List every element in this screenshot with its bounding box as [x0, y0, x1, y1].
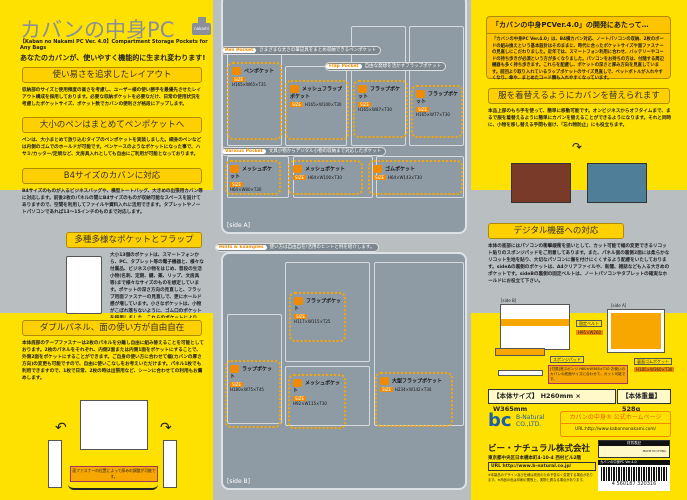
pocket-icon: [230, 365, 239, 373]
rotate-arrow-right-icon: ↷: [160, 420, 172, 436]
homepage-title: カバンの中身® 公式ホームページ: [561, 412, 670, 424]
text-swap: 本品上部のもち手を使って、簡単に移動可能です。オンビジネスからオフタイムまで、ま…: [488, 109, 672, 128]
nakami-logo-icon: nakami: [192, 17, 211, 37]
bag-blue-illustration: [587, 163, 647, 203]
side-a-diagram: [side A]: [607, 303, 665, 353]
text-b4: B4サイズのものが入るビジネスバッグや、横型トートバッグ、大きめの出張用カバン等…: [22, 189, 203, 215]
company-name: ビー・ナチュラル株式会社: [488, 444, 591, 454]
heading-b4: B4サイズのカバンに対応: [22, 168, 202, 184]
text-pen: ペンは、大小まとめて放り込むタイプのペンポケットを実装しました。細身のペンなどは…: [22, 138, 202, 157]
product-title: カバンの中身PC: [20, 18, 175, 42]
swap-arrow-icon: ↷: [572, 140, 583, 154]
homepage-box: カバンの中身® 公式ホームページ URL:http://www.kabannon…: [560, 411, 671, 437]
panel-side-left: [48, 440, 62, 488]
side-b-diagram: [side B]: [500, 298, 570, 350]
product-code: カバンの中身PC Ver.4.0: [598, 460, 670, 465]
material-box: 材質表記 MADE IN CHINA: [598, 440, 670, 458]
pocket-icon: [294, 297, 303, 305]
text-digital: 本体の底部にはパソコンの衝撃緩衝を狙いとして、カット可能で幅の変更できるリコット…: [488, 244, 670, 284]
side-a-label: [side A]: [227, 222, 250, 229]
pocket-icon: [380, 377, 389, 385]
text-double-panel: 本体底部のテープファスナーは2枚のパネルを分離し自由に組み替えることを可能として…: [22, 341, 204, 381]
spec-weight: 【本体重量】 528g: [617, 389, 671, 413]
text-layout: 収納部のサイズと使用頻度の高さを考慮し、ユーザー様の使い勝手を最優先させたレイア…: [22, 88, 201, 107]
callout-rubber: 裏面ゴムポケット: [634, 358, 672, 365]
bag-brown-illustration: [511, 163, 571, 203]
ruler-illustration: [498, 370, 543, 376]
heading-digital: デジタル機器への対応: [488, 223, 624, 239]
pocket-icon: [232, 67, 241, 75]
pocket-icon: [358, 85, 367, 93]
flap-pocket-illustration: [66, 256, 102, 314]
homepage-url[interactable]: URL:http://www.kabannonakami.com/: [575, 427, 656, 432]
heading-swap: 服を着替えるようにカバンを替えられます: [488, 88, 670, 104]
pocket-icon: [293, 165, 302, 173]
heading-double-panel: ダブルパネル、面の使い方が自由自在: [22, 320, 202, 336]
heading-layout: 使い易さを追求したレイアウト: [22, 67, 202, 83]
callout-sponge: スポンジパッド: [550, 356, 584, 363]
heading-pockets: 多種多様なポケットとフラップ: [66, 232, 202, 248]
side-b-label: [side B]: [227, 478, 250, 485]
spec-size: 【本体サイズ】 H260mm × W365mm: [488, 389, 616, 413]
company-address: 東京都中央区日本橋本町4-10-4 西村ビル2階: [488, 456, 581, 461]
development-box: 「カバンの中身PCVer.4.0」の開発にあたって… 「カバンの中身PC Ver…: [486, 16, 671, 81]
callout-belt: 固定ベルト: [576, 320, 602, 327]
rotate-arrow-left-icon: ↶: [55, 420, 67, 436]
pocket-icon: [373, 165, 382, 173]
heading-pen: 大小のペンはまとめてペンポケットへ: [22, 117, 202, 133]
barcode: 4 560187 320316: [598, 465, 670, 491]
pocket-icon: [416, 90, 425, 98]
pocket-icon: [293, 379, 302, 387]
sponge-pad-diagram: [495, 348, 545, 356]
text-pockets: 大小13個のポケットは、スマートフォンから、PC、タブレット等の電子機器と、様々…: [110, 253, 204, 318]
callout-rubber-size: H185×W360×T30: [634, 367, 675, 372]
company-url[interactable]: URL http://www.b-natural.co.jp/: [488, 462, 596, 471]
fastener-note: 面ファスナーの位置によって厚みの調整が可能です。: [70, 466, 158, 482]
panel-side-right: [163, 440, 177, 488]
tagline: あなたのカバンが、使いやすく機能的に生まれ変わります!: [20, 54, 206, 62]
pocket-icon: [230, 165, 239, 173]
development-title: 「カバンの中身PCVer.4.0」の開発にあたって…: [487, 17, 670, 34]
bag-panel-illustration: [80, 400, 148, 450]
subtitle: 【Kaban no Nakami PC Ver. 4.0】Compartment…: [20, 39, 208, 51]
pocket-icon: [290, 85, 299, 93]
side-b: [side B]: [221, 252, 467, 490]
callout-belt-size: H95×W260: [576, 330, 604, 335]
pad-note: [付属]底スポンジ H80×W365×T10 お使いのカバンの底面サイズに合わせ…: [548, 365, 628, 384]
development-text: 「カバンの中身PC Ver.4.0」は、B4横カバン対応、ノートパソコンの収納、…: [492, 37, 664, 81]
swap-arrow-icon: [68, 484, 158, 490]
disclaimer: ※本製品のデザイン及び仕様は改良のため予告なく変更する場合があります。※商品の色…: [488, 473, 593, 482]
